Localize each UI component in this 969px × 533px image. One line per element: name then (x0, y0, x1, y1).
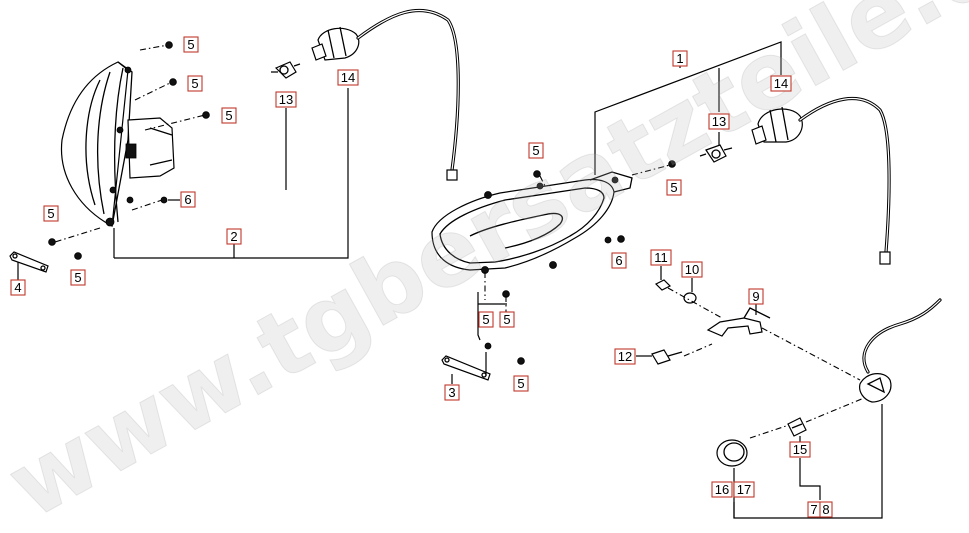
callout-5: 5 (70, 269, 86, 286)
callout-17: 17 (733, 481, 755, 498)
socket-wire-center (751, 96, 891, 265)
svg-text:16: 16 (715, 482, 729, 497)
center-headlight-assembly (431, 171, 633, 274)
callout-5: 5 (528, 142, 544, 159)
callout-12: 12 (614, 348, 636, 365)
svg-text:6: 6 (184, 192, 191, 207)
callout-5: 5 (478, 311, 494, 328)
svg-text:5: 5 (47, 206, 54, 221)
callout-8: 8 (819, 501, 833, 518)
svg-text:11: 11 (654, 250, 668, 265)
callout-2: 2 (226, 228, 242, 245)
screw-set-left (48, 41, 210, 260)
callout-6: 6 (611, 252, 627, 269)
bracket-center (441, 355, 491, 381)
turn-signal-assembly (651, 279, 942, 467)
callout-10: 10 (681, 261, 703, 278)
svg-text:5: 5 (517, 376, 524, 391)
callout-11: 11 (650, 249, 672, 266)
callout-1: 1 (672, 50, 688, 67)
svg-text:9: 9 (752, 289, 759, 304)
bulb-center (699, 144, 733, 163)
left-headlight-assembly (60, 61, 175, 227)
callout-5: 5 (187, 75, 203, 92)
callout-5: 5 (499, 311, 515, 328)
callout-4: 4 (10, 279, 26, 296)
callout-9: 9 (748, 288, 764, 305)
svg-text:5: 5 (482, 312, 489, 327)
leader-lines-center (451, 41, 782, 384)
callout-7: 7 (807, 501, 821, 518)
screw-set-center (484, 160, 676, 365)
callout-3: 3 (444, 384, 460, 401)
callout-15: 15 (789, 441, 811, 458)
callout-5: 5 (513, 375, 529, 392)
svg-text:5: 5 (670, 180, 677, 195)
svg-text:10: 10 (685, 262, 699, 277)
svg-text:15: 15 (793, 442, 807, 457)
bracket-left (9, 251, 49, 273)
svg-text:17: 17 (737, 482, 751, 497)
callout-5: 5 (666, 179, 682, 196)
svg-text:12: 12 (618, 349, 632, 364)
callout-5: 5 (43, 205, 59, 222)
callout-13: 13 (275, 91, 297, 108)
callout-5: 5 (221, 107, 237, 124)
svg-text:5: 5 (503, 312, 510, 327)
svg-text:14: 14 (341, 70, 355, 85)
callout-5: 5 (183, 36, 199, 53)
svg-text:8: 8 (822, 502, 829, 517)
leader-lines-turn-signal (636, 266, 883, 519)
svg-text:6: 6 (615, 253, 622, 268)
svg-text:5: 5 (225, 108, 232, 123)
svg-text:5: 5 (187, 37, 194, 52)
callout-6: 6 (180, 191, 196, 208)
svg-text:5: 5 (191, 76, 198, 91)
svg-text:4: 4 (14, 280, 21, 295)
bulb-left (271, 61, 301, 79)
svg-text:3: 3 (448, 385, 455, 400)
callout-13: 13 (708, 113, 730, 130)
callout-14: 14 (770, 75, 792, 92)
svg-text:5: 5 (74, 270, 81, 285)
svg-text:13: 13 (712, 114, 726, 129)
svg-text:5: 5 (532, 143, 539, 158)
svg-text:14: 14 (774, 76, 788, 91)
svg-text:2: 2 (230, 229, 237, 244)
svg-text:13: 13 (279, 92, 293, 107)
callout-16: 16 (711, 481, 733, 498)
svg-text:1: 1 (676, 51, 683, 66)
svg-text:7: 7 (810, 502, 817, 517)
leader-lines-left (17, 88, 349, 280)
socket-wire-left (311, 8, 460, 181)
callout-14: 14 (337, 69, 359, 86)
